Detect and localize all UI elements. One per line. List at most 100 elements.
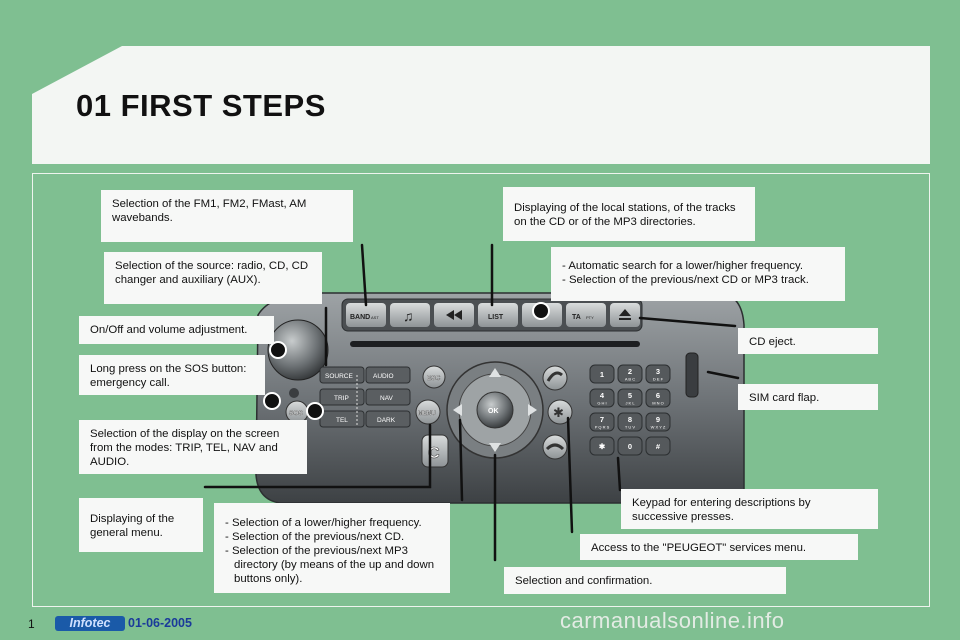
keypad-key[interactable]: 9W X Y Z [645, 412, 671, 432]
callout-band: Selection of the FM1, FM2, FMast, AM wav… [101, 190, 353, 242]
keypad-key[interactable]: # [645, 436, 671, 456]
arrow-services [566, 416, 574, 534]
audio-button-label: AUDIO [373, 373, 394, 380]
keypad-key-digit: 4 [600, 391, 605, 400]
list-button[interactable]: LIST [478, 303, 518, 327]
menu-button[interactable]: MENU [415, 399, 441, 425]
search-line-2: - Selection of the previous/next CD or M… [562, 274, 809, 286]
callout-source: Selection of the source: radio, CD, CD c… [104, 252, 322, 304]
volume-knob[interactable] [267, 319, 329, 381]
trip-button-label: TRIP [334, 395, 349, 402]
keypad-key[interactable]: 2A B C [617, 364, 643, 384]
page-number: 1 [28, 617, 35, 631]
frequency-line-2: - Selection of the previous/next CD. [225, 531, 405, 543]
esc-button-label: ESC [427, 375, 441, 382]
keypad-key[interactable]: 8T U V [617, 412, 643, 432]
arrow-freq [458, 418, 464, 502]
watermark: carmanualsonline.info [560, 608, 785, 633]
nav-button-label: NAV [380, 395, 394, 402]
source-button-label: SOURCE [325, 373, 353, 380]
tel-button[interactable]: TEL [319, 410, 365, 428]
keypad-key-digit: ✱ [599, 442, 606, 451]
rewind-button[interactable] [434, 303, 474, 327]
sos-small-dot [289, 388, 299, 398]
ok-button[interactable]: OK [476, 391, 514, 429]
rewind-icon [446, 310, 454, 320]
call-button[interactable] [542, 365, 568, 391]
phone-pickup-icon [546, 371, 563, 382]
keypad-key-letters: P Q R S [595, 425, 610, 430]
callout-sim: SIM card flap. [738, 384, 878, 410]
arrow-eject [638, 316, 737, 328]
arrow-sim [706, 370, 740, 380]
keypad-key-digit: 9 [656, 415, 660, 424]
keypad-key-digit: 8 [628, 415, 632, 424]
keypad-key-digit: 5 [628, 391, 632, 400]
hangup-button[interactable] [542, 434, 568, 460]
esc-button[interactable]: ESC [422, 365, 446, 389]
phone-hangup-icon [545, 443, 565, 451]
frequency-line-1: - Selection of a lower/higher frequency. [225, 517, 422, 529]
keypad-key-letters: W X Y Z [651, 425, 666, 430]
band-button[interactable]: BAND AST [346, 303, 386, 327]
trip-button[interactable]: TRIP [319, 388, 365, 406]
keypad-key-digit: # [656, 442, 661, 451]
source-button[interactable]: SOURCE [319, 366, 365, 384]
list-button-label: LIST [488, 314, 504, 321]
callout-eject: CD eject. [738, 328, 878, 354]
keypad-key[interactable]: 0 [617, 436, 643, 456]
services-button[interactable]: ✱ [547, 399, 573, 425]
edition-date: 01-06-2005 [128, 616, 192, 630]
keypad-key[interactable]: 1 [589, 364, 615, 384]
header-panel [32, 46, 930, 164]
tel-button-label: TEL [336, 417, 348, 424]
left-arrow-icon[interactable] [453, 404, 462, 416]
sos-pointer-icon [263, 392, 281, 410]
dark-button[interactable]: DARK [365, 410, 411, 428]
page-title: 01 FIRST STEPS [76, 88, 326, 123]
ta-button-label: TA [572, 314, 581, 321]
audio-button[interactable]: AUDIO [365, 366, 411, 384]
keypad-key[interactable]: ✱ [589, 436, 615, 456]
callout-frequency: - Selection of a lower/higher frequency.… [214, 503, 450, 593]
keypad-key[interactable]: 5J K L [617, 388, 643, 408]
dark-button-label: DARK [377, 417, 396, 424]
search-line-1: - Automatic search for a lower/higher fr… [562, 260, 804, 272]
callout-sos: Long press on the SOS button: emergency … [79, 355, 265, 395]
wrench-icon: ✱ [553, 405, 564, 420]
keypad-key-letters: A B C [625, 377, 635, 382]
audio-mode-button[interactable]: ♫ [390, 303, 430, 327]
ok-button-label: OK [488, 408, 499, 415]
nav-button[interactable]: NAV [365, 388, 411, 406]
callout-volume: On/Off and volume adjustment. [79, 316, 274, 344]
keypad-key-digit: 1 [600, 370, 604, 379]
band-button-sublabel: AST [371, 315, 379, 320]
up-arrow-icon[interactable] [489, 368, 501, 377]
keypad-key-digit: 2 [628, 367, 632, 376]
eject-button[interactable] [610, 303, 640, 327]
keypad-key[interactable]: 7P Q R S [589, 412, 615, 432]
content-frame [32, 173, 930, 607]
ta-button-sublabel: PTY [586, 315, 594, 320]
arrow-menu [203, 423, 432, 489]
right-arrow-icon[interactable] [528, 404, 537, 416]
callout-keypad: Keypad for entering descriptions by succ… [621, 489, 878, 529]
music-note-icon: ♫ [403, 308, 414, 324]
sim-card-flap[interactable] [685, 352, 699, 398]
cd-slot [350, 341, 640, 347]
band-button-label: BAND [350, 314, 370, 321]
keypad-key[interactable]: 6M N O [645, 388, 671, 408]
ta-pty-button[interactable]: TA PTY [566, 303, 606, 327]
callout-list: Displaying of the local stations, of the… [503, 187, 755, 241]
keypad-key[interactable]: 4G H I [589, 388, 615, 408]
arrow-keypad [616, 456, 622, 492]
infotec-logo: Infotec [55, 616, 125, 631]
keypad-key-letters: T U V [625, 425, 635, 430]
down-arrow-icon[interactable] [489, 443, 501, 452]
callout-menu: Displaying of the general menu. [79, 498, 203, 552]
keypad-key[interactable]: 3D E F [645, 364, 671, 384]
volume-pointer-icon [269, 341, 287, 359]
callout-services: Access to the "PEUGEOT" services menu. [580, 534, 858, 560]
sos-button-label: SOS [289, 410, 303, 417]
